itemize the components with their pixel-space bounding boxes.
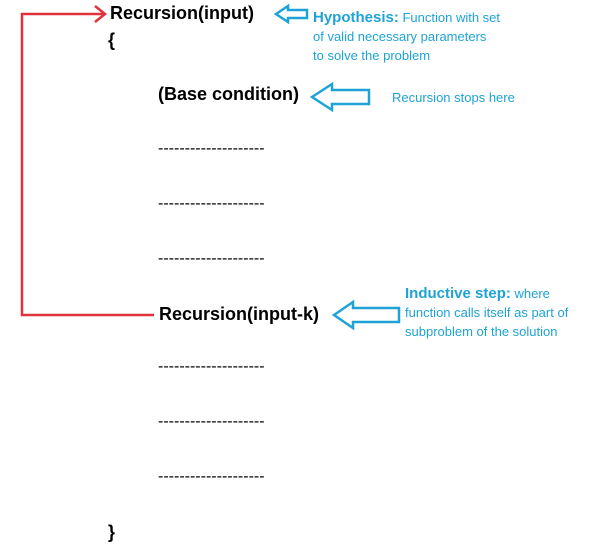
function-header: Recursion(input)	[110, 3, 254, 23]
hypothesis-text-3: to solve the problem	[313, 48, 431, 63]
inductive-text-1: where	[510, 286, 550, 301]
recursive-call: Recursion(input-k)	[159, 304, 319, 324]
placeholder-line-6: --------------------	[158, 468, 265, 485]
hypothesis-title: Hypothesis:	[313, 9, 399, 26]
base-condition: (Base condition)	[158, 84, 300, 104]
open-brace: {	[108, 30, 116, 50]
hypothesis-text-1: Function with set	[398, 10, 501, 25]
loop-arrowhead	[94, 5, 108, 23]
inductive-text-3: subproblem of the solution	[405, 324, 558, 339]
base-annotation: Recursion stops here	[392, 88, 592, 107]
hypothesis-annotation: Hypothesis: Function with set of valid n…	[313, 8, 553, 65]
hypothesis-text-2: of valid necessary parameters	[313, 29, 487, 44]
inductive-callout-arrow	[331, 299, 401, 331]
inductive-annotation: Inductive step: where function calls its…	[405, 284, 600, 341]
placeholder-line-1: --------------------	[158, 140, 265, 157]
base-callout-arrow	[309, 81, 371, 113]
hypothesis-callout-arrow	[273, 3, 309, 25]
base-annotation-text: Recursion stops here	[392, 90, 515, 105]
recursion-loop-arrow	[20, 12, 154, 317]
placeholder-line-5: --------------------	[158, 413, 265, 430]
placeholder-line-3: --------------------	[158, 250, 265, 267]
close-brace: }	[108, 522, 116, 542]
placeholder-line-2: --------------------	[158, 195, 265, 212]
inductive-title: Inductive step:	[405, 285, 511, 302]
inductive-text-2: function calls itself as part of	[405, 305, 569, 320]
placeholder-line-4: --------------------	[158, 358, 265, 375]
